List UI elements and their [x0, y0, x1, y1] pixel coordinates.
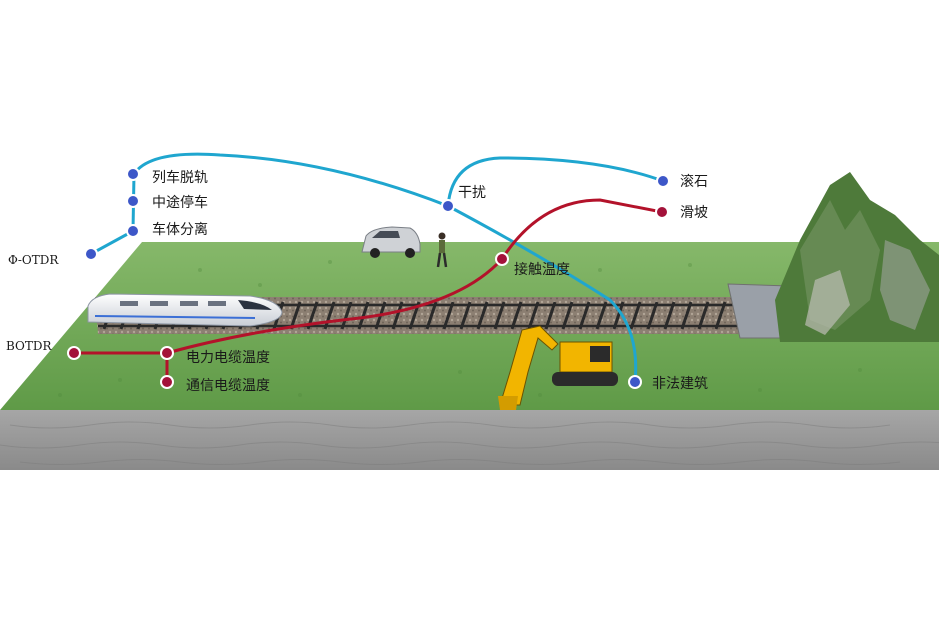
- high-speed-train: [87, 293, 283, 327]
- node-illegal-building[interactable]: [628, 375, 642, 389]
- sleeper: [629, 301, 642, 330]
- sleeper: [323, 301, 336, 330]
- sleeper: [391, 301, 404, 330]
- label-botdr: BOTDR: [6, 339, 53, 353]
- node-phi-otdr[interactable]: [84, 247, 98, 261]
- node-stop[interactable]: [126, 194, 140, 208]
- node-separate[interactable]: [126, 224, 140, 238]
- node-contact-temp[interactable]: [495, 252, 509, 266]
- grass-texture: [58, 260, 862, 397]
- label-rockfall: 滚石: [680, 173, 708, 190]
- labels: Φ-OTDR BOTDR 列车脱轨 中途停车 车体分离 干扰 滚石 滑坡 接触温…: [6, 169, 708, 394]
- label-separate: 车体分离: [152, 221, 208, 238]
- node-comm-cable-temp[interactable]: [160, 375, 174, 389]
- sleeper: [340, 301, 353, 330]
- sleeper: [289, 301, 302, 330]
- node-power-cable-temp[interactable]: [160, 346, 174, 360]
- label-stop: 中途停车: [152, 194, 208, 211]
- sleeper: [476, 301, 489, 330]
- label-comm-cable-temp: 通信电缆温度: [186, 378, 270, 394]
- person: [436, 232, 448, 268]
- label-illegal-building: 非法建筑: [652, 376, 708, 392]
- sleeper: [680, 301, 693, 330]
- sleeper: [544, 301, 557, 330]
- blue-fiber-branch: [446, 156, 664, 207]
- mountain: [775, 172, 939, 342]
- sleeper: [459, 301, 472, 330]
- red-fiber-main: [74, 198, 663, 355]
- sleeper: [578, 301, 591, 330]
- label-derail: 列车脱轨: [152, 169, 208, 186]
- sleeper: [442, 301, 455, 330]
- sleeper: [714, 301, 727, 330]
- sleeper: [357, 301, 370, 330]
- blue-fiber-main: [90, 152, 638, 383]
- sleeper: [646, 301, 659, 330]
- suv-car: [361, 226, 421, 258]
- sleeper: [527, 301, 540, 330]
- sleeper: [561, 301, 574, 330]
- sleeper: [510, 301, 523, 330]
- sleeper: [663, 301, 676, 330]
- label-power-cable-temp: 电力电缆温度: [186, 350, 270, 366]
- node-derail[interactable]: [126, 167, 140, 181]
- label-interference: 干扰: [458, 185, 486, 201]
- excavator: [498, 325, 618, 410]
- label-phi-otdr: Φ-OTDR: [8, 253, 59, 267]
- node-rockfall[interactable]: [656, 174, 670, 188]
- sleeper: [493, 301, 506, 330]
- ground-front-side: [0, 410, 939, 470]
- sleeper: [697, 301, 710, 330]
- red-nodes: [67, 205, 669, 389]
- sleeper: [425, 301, 438, 330]
- label-landslide: 滑坡: [680, 204, 708, 221]
- sleeper: [612, 301, 625, 330]
- node-landslide[interactable]: [655, 205, 669, 219]
- node-interference[interactable]: [441, 199, 455, 213]
- label-contact-temp: 接触温度: [514, 261, 570, 278]
- node-botdr[interactable]: [67, 346, 81, 360]
- blue-fiber-route: [90, 152, 664, 383]
- sleeper: [595, 301, 608, 330]
- ground-texture: [0, 421, 939, 465]
- blue-nodes: [84, 167, 670, 389]
